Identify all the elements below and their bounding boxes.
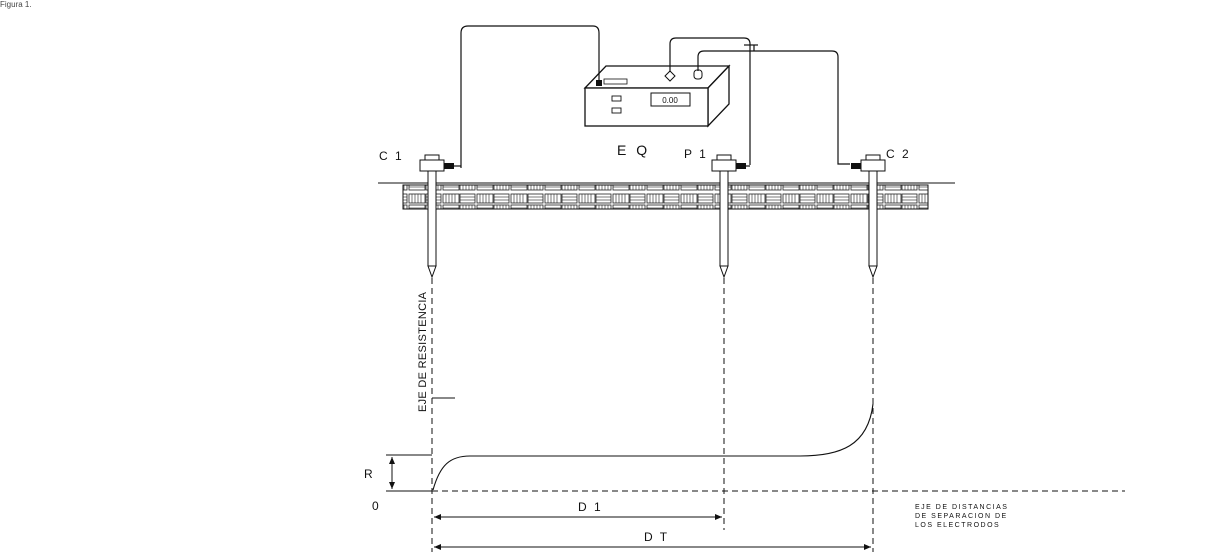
dt-label: D T: [644, 530, 669, 544]
label-c1: C 1: [379, 149, 404, 163]
distance-axis-line-3: LOS ELECTRODOS: [915, 522, 1000, 529]
r-label: R: [364, 467, 375, 481]
distance-axis-line-2: DE SEPARACION DE: [915, 513, 1008, 520]
distance-axis-line-1: EJE DE DISTANCIAS: [915, 504, 1008, 511]
test-leads: [460, 25, 850, 168]
electrode-c2: [851, 154, 886, 279]
electrode-p1: [711, 154, 750, 279]
soil-layer: [378, 182, 955, 210]
earth-tester-instrument: 0.00: [583, 64, 731, 128]
origin-label: 0: [372, 499, 381, 513]
wire-p1: [669, 37, 751, 165]
figure-caption: Figura 1.: [0, 0, 32, 9]
resistance-axis-label: EJE DE RESISTENCIA: [417, 291, 429, 412]
distance-axis-label: EJE DE DISTANCIAS DE SEPARACION DE LOS E…: [915, 504, 1008, 529]
instrument-label: E Q: [617, 142, 650, 158]
r-dimension: [386, 454, 432, 492]
instrument-display: 0.00: [662, 96, 678, 105]
electrode-c1: [419, 154, 461, 279]
label-p1: P 1: [684, 147, 708, 161]
resistance-curve: [432, 403, 874, 491]
wire-c1: [460, 25, 600, 168]
wire-c2: [697, 50, 850, 165]
label-c2: C 2: [886, 147, 911, 161]
projection-lines: [431, 278, 1125, 552]
d1-label: D 1: [578, 500, 603, 514]
